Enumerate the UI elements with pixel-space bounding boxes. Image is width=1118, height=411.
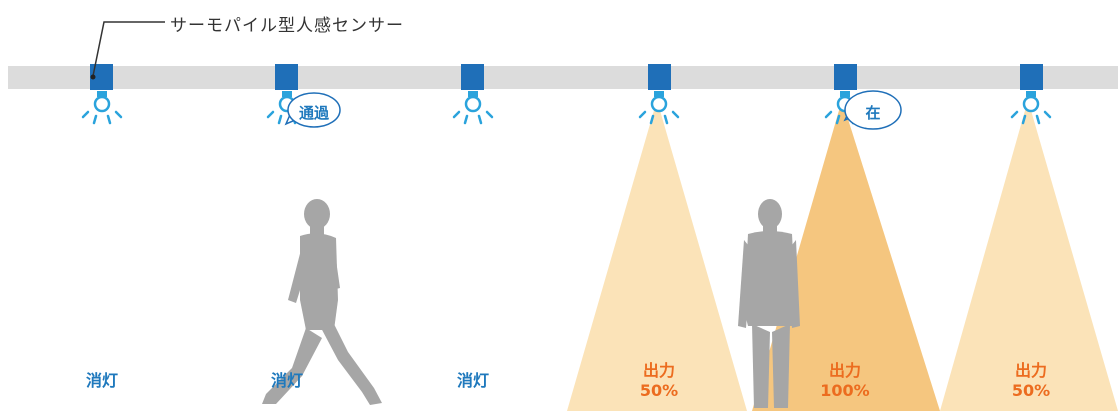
light-beam-100 (752, 100, 940, 411)
sensor-1 (90, 64, 113, 90)
lightbulb-icon (638, 91, 680, 125)
zone-6-percent: 50% (1011, 381, 1051, 400)
zone-5-status: 出力 (828, 361, 861, 380)
zone-3-status: 消灯 (456, 371, 489, 390)
zone-5-percent: 100% (820, 381, 870, 400)
lightbulb-icon (452, 91, 494, 125)
sensor-6 (1020, 64, 1043, 90)
lamp-icons (81, 91, 1052, 125)
title-callout-dot (90, 74, 96, 80)
sensor-units (90, 64, 1043, 90)
sensor-3 (461, 64, 484, 90)
sensor-title-label: サーモパイル型人感センサー (170, 16, 404, 36)
zone-1-status: 消灯 (85, 371, 118, 390)
bubble-text-pass: 通過 (298, 104, 329, 122)
speech-bubble-pass (284, 92, 341, 128)
sensor-5 (834, 64, 857, 90)
light-beam-50-right (940, 100, 1118, 411)
sensor-2 (275, 64, 298, 90)
sensor-4 (648, 64, 671, 90)
ceiling-rail (8, 66, 1118, 89)
title-callout-line (92, 21, 165, 77)
zone-6-status: 出力 (1014, 361, 1047, 380)
walking-person-figure (262, 199, 382, 405)
speech-bubble-present (843, 90, 902, 130)
lightbulb-icon (1010, 91, 1052, 125)
standing-person-figure (738, 199, 800, 408)
zone-4-status: 出力 (642, 361, 675, 380)
lightbulb-icon (81, 91, 123, 125)
bubble-text-present: 在 (865, 104, 881, 122)
zone-2-status: 消灯 (270, 371, 303, 390)
zone-4-percent: 50% (639, 381, 679, 400)
light-beam-50-left (567, 100, 747, 411)
